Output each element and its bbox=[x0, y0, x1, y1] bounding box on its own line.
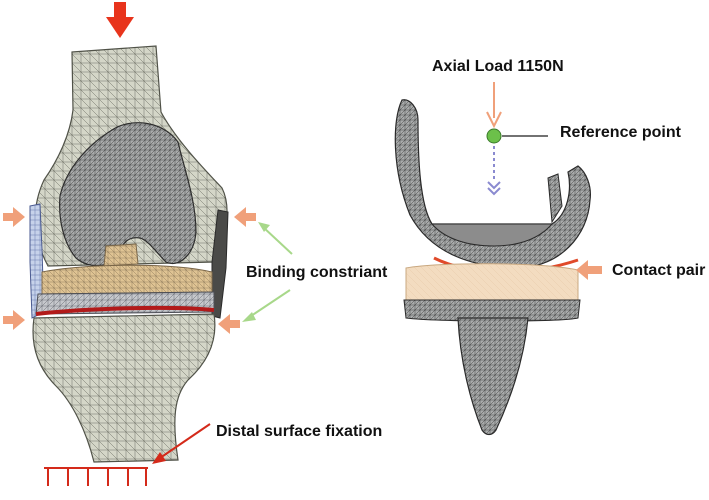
tibia-bone bbox=[32, 313, 216, 463]
distal-fixation-arrow bbox=[152, 423, 211, 464]
implant-stem bbox=[457, 317, 529, 436]
femoral-inner-surface bbox=[430, 223, 554, 247]
dashed-load-arrow bbox=[487, 146, 501, 196]
fixation-ground-marks bbox=[44, 467, 148, 486]
axial-load-label: Axial Load 1150N bbox=[432, 58, 564, 75]
lateral-ligament bbox=[211, 209, 229, 319]
tibial-insert bbox=[41, 264, 213, 295]
side-arrow-lower-left bbox=[3, 310, 25, 330]
side-arrow-upper-right bbox=[234, 207, 256, 227]
binding-arrows bbox=[242, 222, 293, 322]
reference-point-marker bbox=[486, 128, 502, 144]
tibial-insert-post bbox=[103, 243, 139, 267]
femoral-component bbox=[59, 122, 197, 267]
tibial-contact-line bbox=[35, 305, 215, 316]
femoral-posterior-fin bbox=[547, 173, 563, 224]
top-load-arrow bbox=[106, 2, 134, 38]
reference-point-label: Reference point bbox=[560, 124, 681, 141]
distal-fixation-label: Distal surface fixation bbox=[216, 423, 383, 440]
side-arrow-upper-left bbox=[3, 207, 25, 227]
contact-pair-arrow bbox=[576, 260, 602, 280]
contact-pair-label: Contact pair bbox=[612, 262, 706, 279]
side-arrow-lower-right bbox=[218, 314, 240, 334]
implant-model-group bbox=[394, 99, 591, 436]
axial-load-arrow bbox=[486, 82, 502, 129]
binding-constraint-label: Binding constriant bbox=[246, 264, 388, 281]
implant-insert bbox=[405, 263, 579, 301]
knee-model-group bbox=[29, 45, 229, 463]
